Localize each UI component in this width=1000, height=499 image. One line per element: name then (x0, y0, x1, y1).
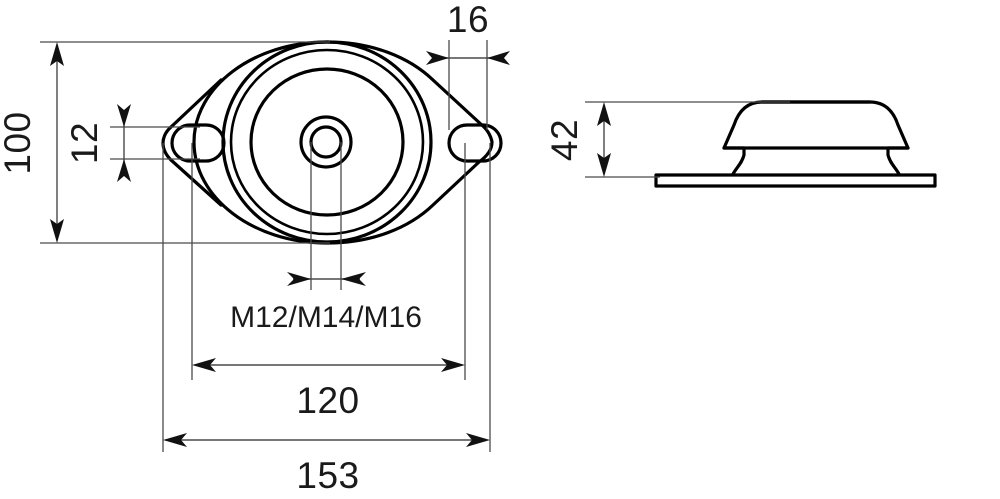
dimension-42-label: 42 (544, 119, 585, 161)
mounting-slot-left (170, 123, 226, 163)
dimension-thread-label: M12/M14/M16 (230, 301, 422, 334)
body-inner-ring (229, 48, 425, 236)
dimension-12-arrow-bottom (117, 159, 131, 182)
ear-edge-lower-left (169, 158, 223, 207)
dimension-12-arrow-top (117, 104, 131, 127)
flange-outline (192, 40, 494, 245)
mounting-slot-right (447, 123, 503, 163)
dimension-120-label: 120 (296, 380, 359, 421)
dimension-120-arrow-left (192, 358, 216, 372)
dimension-153-arrow-left (163, 433, 187, 447)
ear-left-tip (161, 125, 173, 162)
dome-circle (249, 67, 405, 217)
dimension-42-arrow-bottom (597, 153, 611, 177)
body-outer-ring (221, 40, 433, 244)
dimension-16-arrow-right (487, 51, 510, 65)
dimension-thread-callout: M12/M14/M16 (230, 272, 422, 334)
dimension-153: 153 (163, 433, 490, 496)
dome-profile (722, 100, 910, 176)
dimension-120-arrow-right (441, 358, 465, 372)
dimension-16: 16 (426, 0, 510, 65)
center-boss-outer-circle (299, 115, 353, 169)
dimension-100-arrow-top (50, 42, 64, 66)
top-view: 100 12 16 M12/M14/M16 120 (0, 0, 510, 496)
dimension-thread-arrow-right (341, 272, 366, 286)
dimension-120: 120 (192, 358, 465, 421)
dimension-100-label: 100 (0, 111, 38, 174)
dimension-100: 100 (0, 42, 64, 243)
dimension-thread-arrow-left (287, 272, 311, 286)
dimension-100-arrow-bottom (50, 219, 64, 243)
dimension-16-label: 16 (447, 0, 489, 40)
ear-edge-upper-left (169, 78, 223, 129)
base-plate (654, 173, 937, 188)
dimension-153-arrow-right (466, 433, 490, 447)
dimension-42: 42 (544, 102, 611, 177)
dimension-16-arrow-left (426, 51, 449, 65)
center-boss-inner-circle (309, 125, 343, 159)
dimension-153-label: 153 (296, 455, 359, 496)
dimension-12: 12 (64, 104, 131, 182)
dimension-12-label: 12 (64, 122, 105, 164)
side-view: 42 (544, 100, 937, 188)
dimension-42-arrow-top (597, 102, 611, 126)
